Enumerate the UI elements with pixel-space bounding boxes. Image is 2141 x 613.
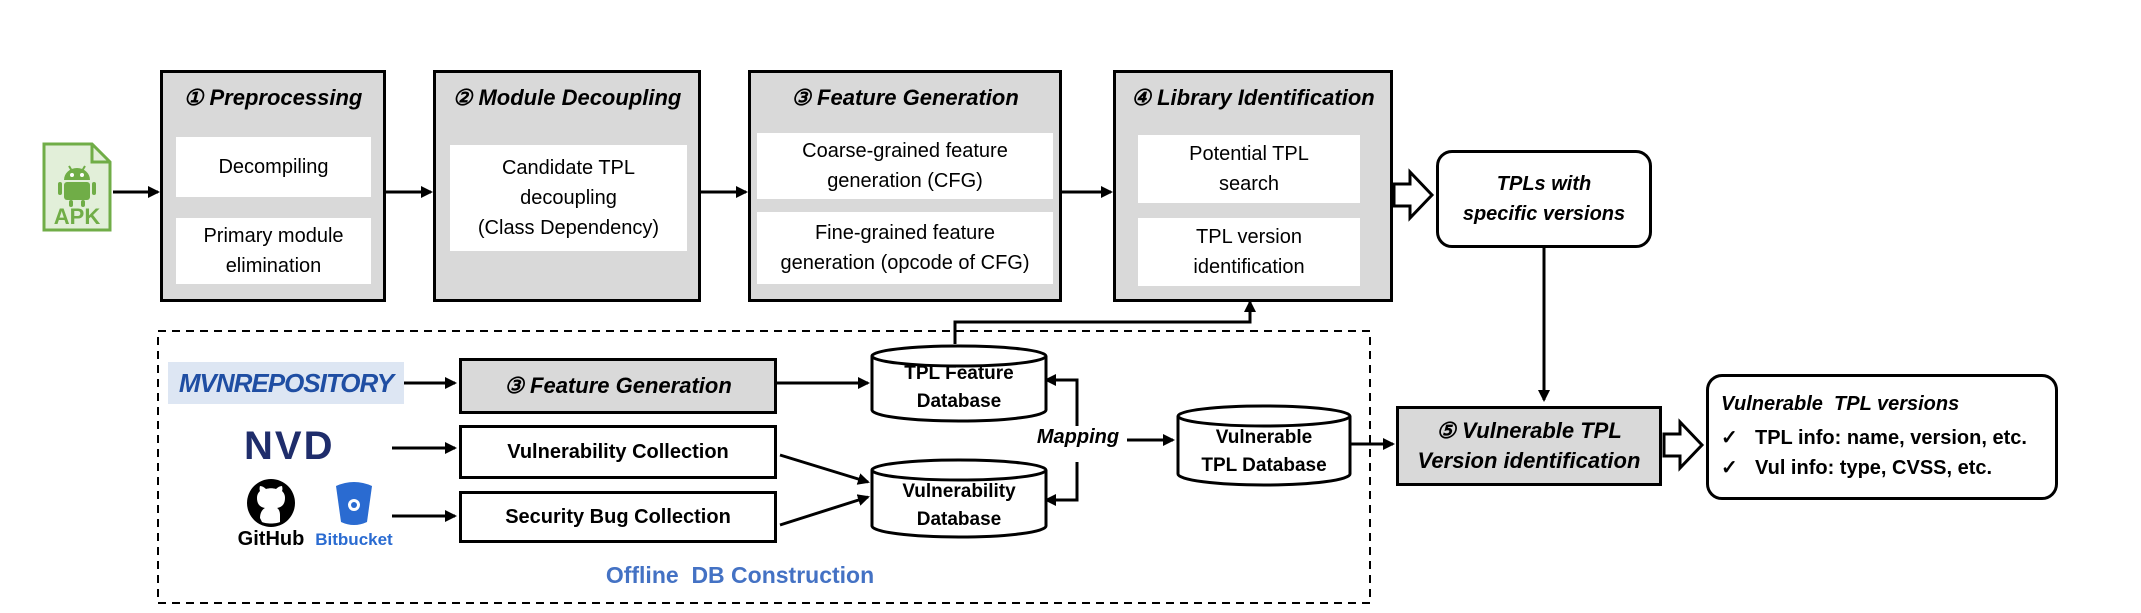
step-potential-tpl-search: Potential TPL search	[1138, 135, 1360, 203]
stage-title: ③ Feature Generation	[791, 85, 1019, 110]
step-candidate-tpl-decoupling: Candidate TPL decoupling (Class Dependen…	[450, 145, 687, 251]
step-coarse-grained-feature: Coarse-grained feature generation (CFG)	[757, 133, 1053, 199]
vulnerability-database-label: Vulnerability Database	[902, 481, 1016, 530]
step-primary-module-elimination: Primary module elimination	[176, 218, 371, 284]
bitbucket-label: Bitbucket	[315, 530, 393, 549]
tpl-feature-database-label: TPL Feature Database	[904, 363, 1014, 412]
tpls-output-box: TPLs with specific versions	[1436, 150, 1652, 248]
nvd-logo: NVD	[244, 424, 335, 468]
arrow-vuln-collection-to-vuln-db	[779, 453, 870, 485]
mapping-bracket-top	[1044, 374, 1079, 440]
result-item: ✓ TPL info: name, version, etc.	[1721, 425, 2027, 450]
arrow-security-collection-to-vuln-db	[779, 494, 870, 527]
hollow-arrow-to-result	[1662, 418, 1705, 472]
stage-title: ① Preprocessing	[183, 85, 363, 110]
result-item: ✓ Vul info: type, CVSS, etc.	[1721, 455, 1992, 480]
github-logo: GitHub	[236, 478, 306, 552]
github-icon	[247, 479, 295, 527]
apk-icon: APK	[42, 142, 112, 232]
stage-feature-generation: ③ Feature Generation Coarse-grained feat…	[748, 70, 1062, 302]
mvnrepository-logo: MVNREPOSITORY	[168, 362, 404, 404]
step-tpl-version-identification: TPL version identification	[1138, 218, 1360, 286]
result-title: Vulnerable TPL versions	[1721, 393, 1960, 415]
security-bug-collection: Security Bug Collection	[459, 491, 777, 543]
bitbucket-icon	[336, 482, 372, 525]
offline-feature-generation: ③ Feature Generation	[459, 358, 777, 414]
hollow-arrow-to-tpls	[1392, 168, 1435, 222]
vulnerability-database: Vulnerability Database	[870, 458, 1048, 540]
stage-library-identification: ④ Library Identification Potential TPL s…	[1113, 70, 1393, 302]
step-fine-grained-feature: Fine-grained feature generation (opcode …	[757, 212, 1053, 284]
check-icon: ✓	[1721, 457, 1738, 479]
apk-label: APK	[53, 204, 101, 229]
mvnrepository-label: MVNREPOSITORY	[178, 367, 394, 398]
offline-feature-generation-label: ③ Feature Generation	[504, 373, 732, 398]
result-item-text: Vul info: type, CVSS, etc.	[1755, 457, 1993, 479]
stage-title: ② Module Decoupling	[452, 85, 682, 110]
tpl-feature-database: TPL Feature Database	[870, 344, 1048, 424]
check-icon: ✓	[1721, 427, 1738, 449]
vulnerable-tpl-identification: ⑤ Vulnerable TPL Version identification	[1396, 406, 1662, 486]
result-box: Vulnerable TPL versions ✓ TPL info: name,…	[1706, 374, 2058, 500]
vulnerability-collection-label: Vulnerability Collection	[507, 440, 729, 463]
stage-module-decoupling: ② Module Decoupling Candidate TPL decoup…	[433, 70, 701, 302]
mapping-label: Mapping	[1030, 426, 1126, 454]
security-bug-collection-label: Security Bug Collection	[505, 505, 731, 528]
arrow-tpl-feature-db-to-library	[953, 300, 1256, 344]
stage-preprocessing: ① Preprocessing Decompiling Primary modu…	[160, 70, 386, 302]
vulnerable-tpl-identification-label: ⑤ Vulnerable TPL Version identification	[1417, 418, 1641, 473]
stage-title: ④ Library Identification	[1131, 85, 1375, 110]
bitbucket-logo: Bitbucket	[314, 478, 394, 552]
vulnerable-tpl-database-label: Vulnerable TPL Database	[1201, 427, 1327, 476]
offline-db-construction-label: Offline DB Construction	[605, 562, 875, 588]
vulnerability-collection: Vulnerability Collection	[459, 425, 777, 479]
offline-boundary	[157, 330, 1371, 604]
tpls-output-label: TPLs with specific versions	[1462, 173, 1626, 225]
mapping-bracket-bottom	[1044, 462, 1079, 506]
github-label: GitHub	[237, 528, 305, 550]
step-decompiling: Decompiling	[176, 137, 371, 197]
vulnerable-tpl-database: Vulnerable TPL Database	[1176, 404, 1352, 488]
result-item-text: TPL info: name, version, etc.	[1755, 427, 2027, 449]
